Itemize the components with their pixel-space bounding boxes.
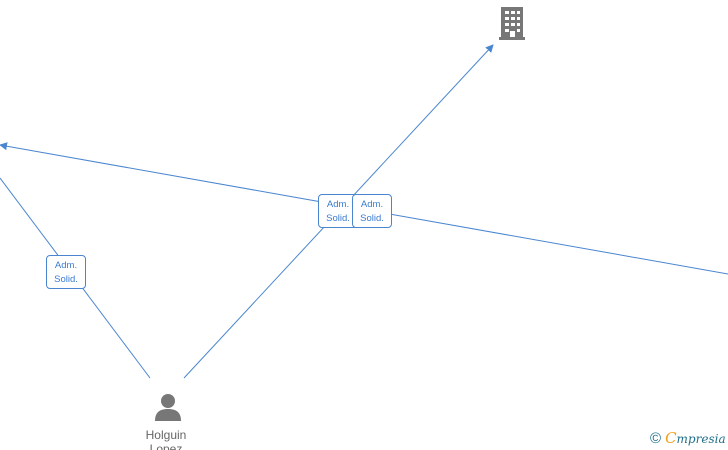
building-icon[interactable] [497, 5, 529, 46]
edge-label-center-b[interactable]: Adm. Solid. [352, 194, 392, 228]
edge-label-line1: Adm. [54, 260, 78, 271]
edge-label-center-a[interactable]: Adm. Solid. [318, 194, 358, 228]
edge-label-line2: Solid. [54, 274, 78, 285]
edge-label-line1: Adm. [326, 199, 350, 210]
person-name[interactable]: Holguin Lopez [126, 428, 206, 450]
copyright-symbol: © [650, 429, 662, 447]
person-name-line2: Lopez [149, 442, 183, 450]
person-icon[interactable] [153, 392, 183, 427]
empresia-watermark: © Cmpresia [650, 428, 726, 448]
edge-label-line1: Adm. [360, 199, 384, 210]
brand-initial: C [665, 429, 677, 447]
brand-rest: mpresia [676, 432, 726, 446]
edge-label-line2: Solid. [360, 213, 384, 224]
brand-logo: Cmpresia [665, 429, 726, 447]
edge-label-left[interactable]: Adm. Solid. [46, 255, 86, 289]
person-name-line1: Holguin [145, 428, 187, 442]
edge-label-line2: Solid. [326, 213, 350, 224]
